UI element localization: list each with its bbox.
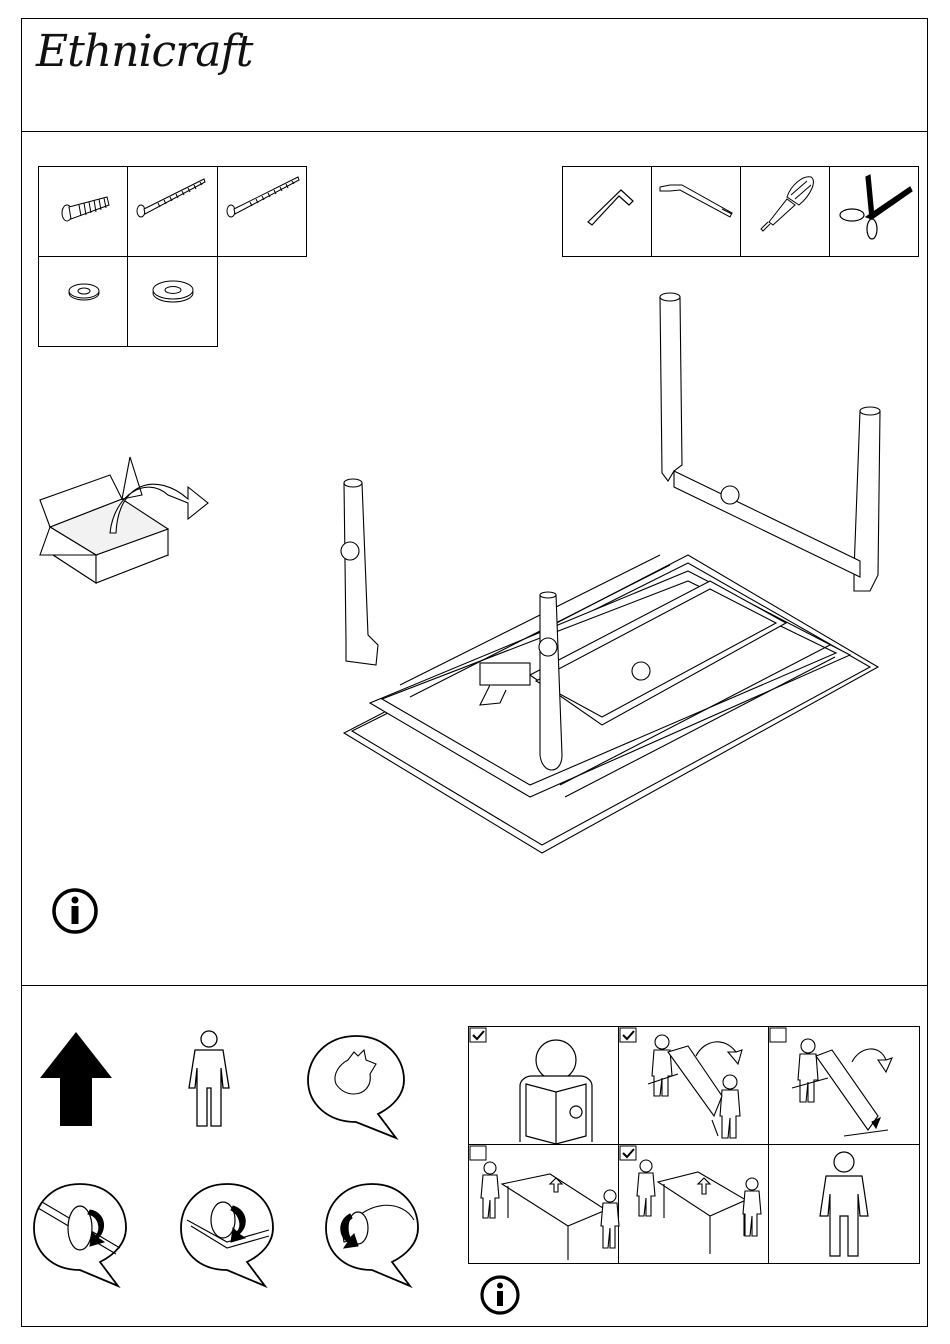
arrow-up-icon <box>38 1030 114 1128</box>
brand-logo: Ethnicraft <box>36 26 252 77</box>
hex-key-icon <box>652 167 742 258</box>
tool-cell-allen-key <box>562 166 652 257</box>
screwdriver-turn-bubble-icon <box>30 1180 130 1290</box>
box-unpack-illustration <box>38 455 218 595</box>
tool-cell-screwdriver <box>740 166 830 257</box>
person-icon <box>185 1030 233 1128</box>
scissors-icon <box>830 167 920 258</box>
hardware-cell-screw-1 <box>127 166 218 257</box>
bolt-icon <box>39 167 129 258</box>
allen-key-turn-bubble-icon <box>177 1180 277 1290</box>
hardware-cell-washer-small <box>38 256 128 347</box>
hardware-cell-washer-large <box>127 256 218 347</box>
hand-bubble-icon <box>306 1034 406 1140</box>
washer-icon <box>39 257 129 348</box>
panel-drag-table <box>468 1144 618 1264</box>
panel-flip-one-person <box>768 1026 920 1144</box>
panel-lift-table <box>618 1144 768 1264</box>
panel-flip-two-people <box>618 1026 768 1144</box>
info-icon <box>50 886 100 936</box>
panel-carry-person <box>468 1026 618 1144</box>
screw-loosen-bubble-icon <box>322 1180 422 1290</box>
washer-icon <box>128 257 219 348</box>
screw-icon <box>218 167 308 258</box>
header-divider <box>21 131 928 132</box>
screw-icon <box>128 167 219 258</box>
table-assembly-illustration <box>330 285 890 865</box>
hardware-cell-screw-2 <box>217 166 307 257</box>
panel-single-person <box>768 1144 920 1264</box>
section-divider <box>21 985 928 986</box>
tool-cell-scissors <box>829 166 919 257</box>
hardware-cell-bolt <box>38 166 128 257</box>
info-icon <box>478 1273 522 1317</box>
screwdriver-icon <box>741 167 831 258</box>
allen-key-icon <box>563 167 653 258</box>
tool-cell-hex-key <box>651 166 741 257</box>
